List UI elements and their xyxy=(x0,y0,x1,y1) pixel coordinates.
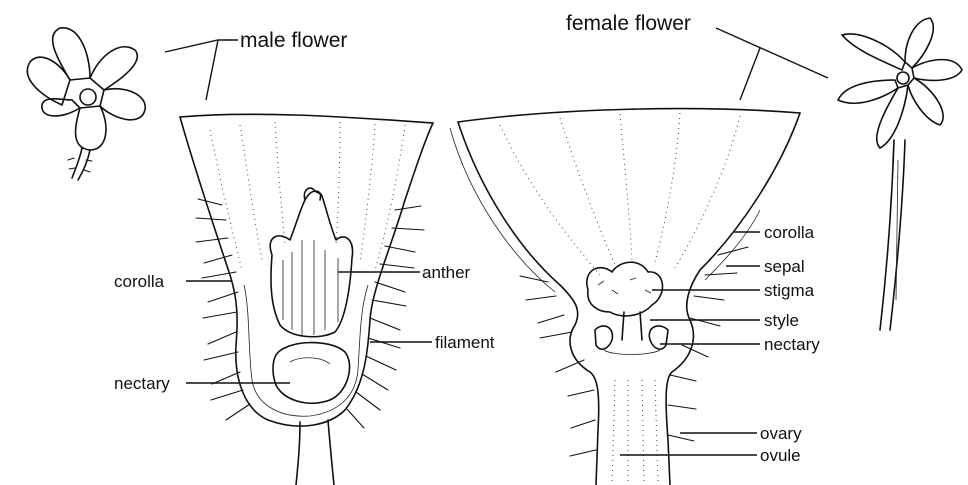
label-filament: filament xyxy=(435,333,495,352)
male-flower-section xyxy=(180,114,433,485)
label-anther: anther xyxy=(422,263,471,282)
label-sepal: sepal xyxy=(764,257,805,276)
male-flower-illustration xyxy=(27,28,145,180)
leader-lines xyxy=(165,28,828,455)
label-female-corolla: corolla xyxy=(764,223,815,242)
female-flower-section xyxy=(450,109,800,485)
label-male-nectary: nectary xyxy=(114,374,170,393)
female-flower-illustration xyxy=(838,18,962,330)
label-style: style xyxy=(764,311,799,330)
label-stigma: stigma xyxy=(764,281,815,300)
label-ovary: ovary xyxy=(760,424,802,443)
label-female-nectary: nectary xyxy=(764,335,820,354)
label-male-corolla: corolla xyxy=(114,272,165,291)
label-female-flower: female flower xyxy=(566,12,691,35)
label-male-flower: male flower xyxy=(240,29,347,52)
label-ovule: ovule xyxy=(760,446,801,465)
